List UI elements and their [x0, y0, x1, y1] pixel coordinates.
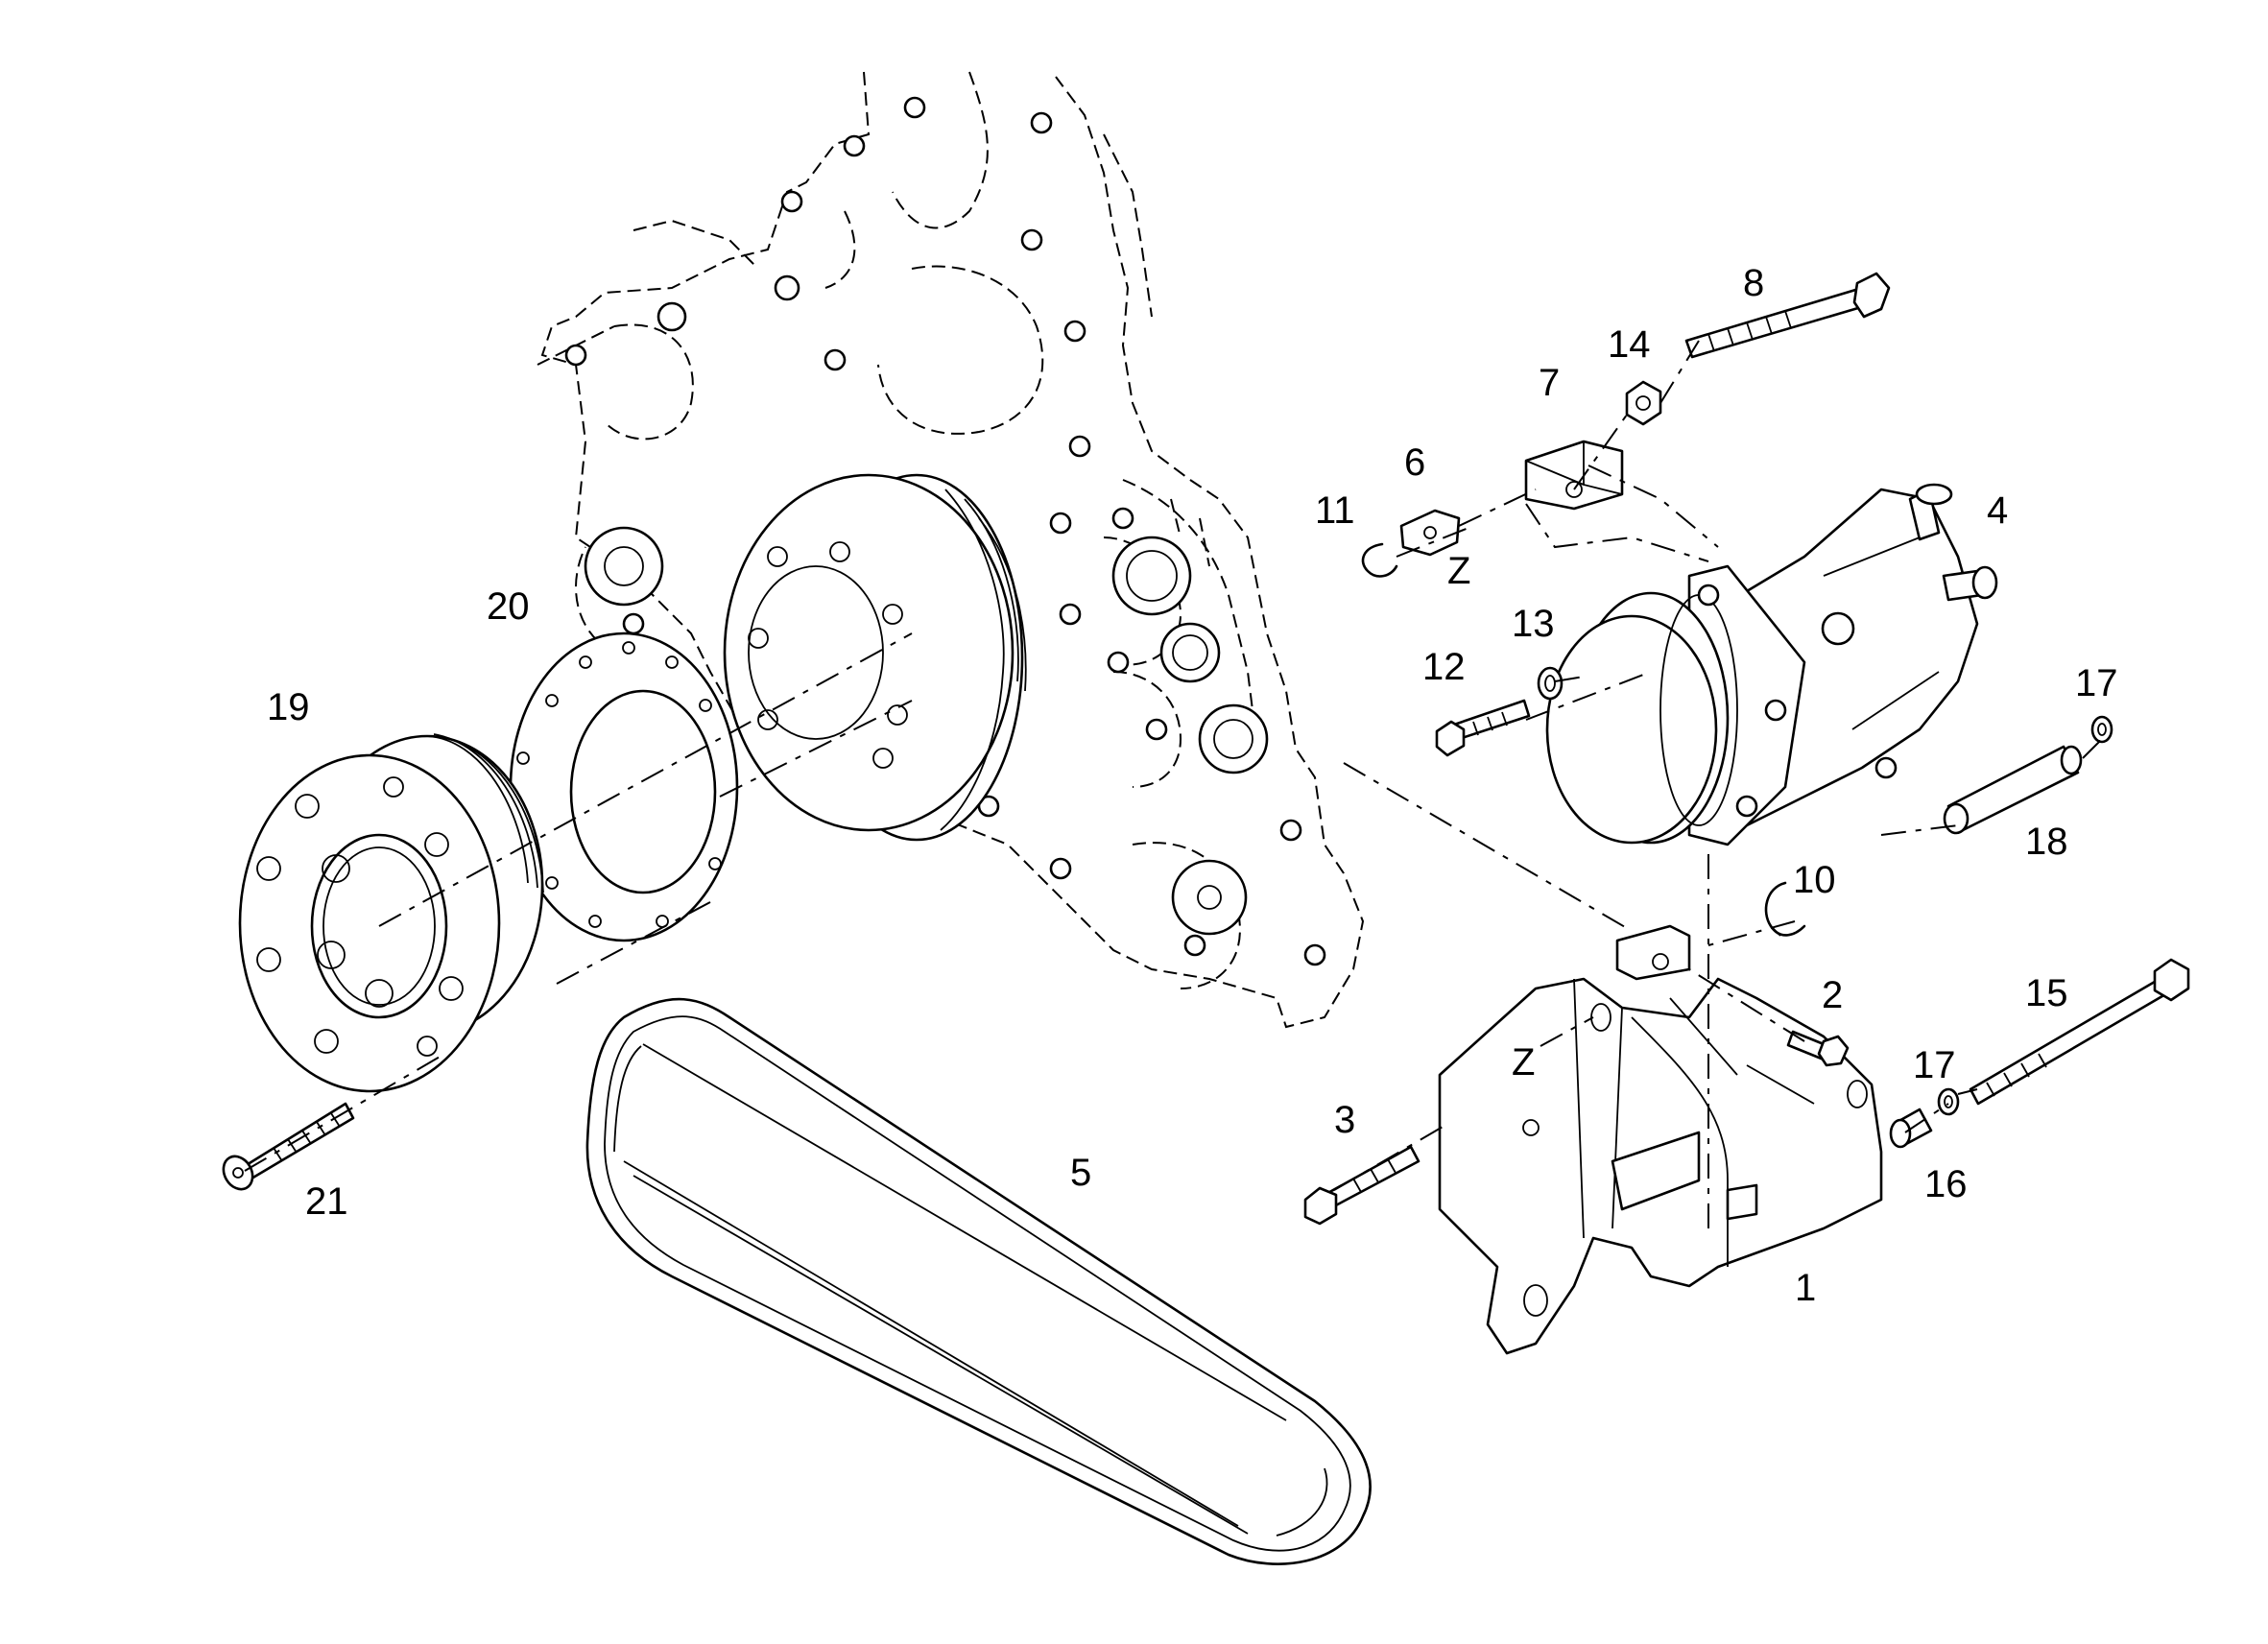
callout-5: 5 — [1070, 1152, 1091, 1194]
part-1-bracket — [1438, 924, 1883, 1355]
part-13-washer — [1537, 666, 1564, 701]
callout-12: 12 — [1422, 646, 1466, 688]
part-8-bolt — [1684, 272, 1891, 359]
callout-17-upper: 17 — [2075, 662, 2118, 704]
callout-10: 10 — [1793, 859, 1836, 901]
callout-labels: 1 2 3 4 5 6 7 8 10 11 12 13 14 15 16 17 … — [267, 262, 2118, 1309]
callout-20: 20 — [487, 585, 530, 628]
part-5-belt — [585, 997, 1372, 1565]
part-17-washer-lower — [1937, 1087, 1960, 1116]
crankshaft-hub — [723, 473, 1027, 842]
callout-15: 15 — [2025, 972, 2068, 1014]
part-21-bolt — [222, 1102, 355, 1191]
assembly-centerlines — [244, 340, 2103, 1238]
callout-11: 11 — [1315, 489, 1355, 532]
callout-8: 8 — [1743, 262, 1764, 304]
callout-7: 7 — [1539, 362, 1560, 404]
callout-3: 3 — [1334, 1099, 1355, 1141]
part-2-bolt — [1786, 1030, 1850, 1067]
engine-timing-cover — [537, 71, 1365, 1029]
part-7-clamp-block — [1524, 440, 1624, 511]
callout-21: 21 — [305, 1180, 348, 1223]
callout-6: 6 — [1404, 441, 1425, 484]
part-14-nut — [1625, 380, 1662, 426]
part-11-circlip — [1361, 542, 1398, 578]
part-20-spacer-ring — [509, 631, 739, 942]
callout-17-lower: 17 — [1913, 1044, 1956, 1086]
callout-z-upper: Z — [1447, 550, 1470, 592]
callout-4: 4 — [1987, 489, 2008, 532]
part-17-washer-upper — [2090, 715, 2113, 744]
part-4-compressor — [1545, 483, 1998, 846]
callout-19: 19 — [267, 686, 310, 728]
callout-z-lower: Z — [1512, 1041, 1535, 1084]
part-3-bolt — [1303, 1145, 1420, 1226]
callout-16: 16 — [1924, 1163, 1968, 1205]
callout-18: 18 — [2025, 821, 2068, 863]
part-19-pulley — [238, 733, 544, 1093]
callout-2: 2 — [1822, 974, 1843, 1016]
part-6-clip — [1399, 509, 1461, 557]
callout-1: 1 — [1795, 1267, 1816, 1309]
callout-13: 13 — [1512, 603, 1555, 645]
callout-14: 14 — [1608, 323, 1651, 366]
part-15-bolt — [1969, 958, 2190, 1106]
part-12-bolt — [1435, 699, 1531, 757]
